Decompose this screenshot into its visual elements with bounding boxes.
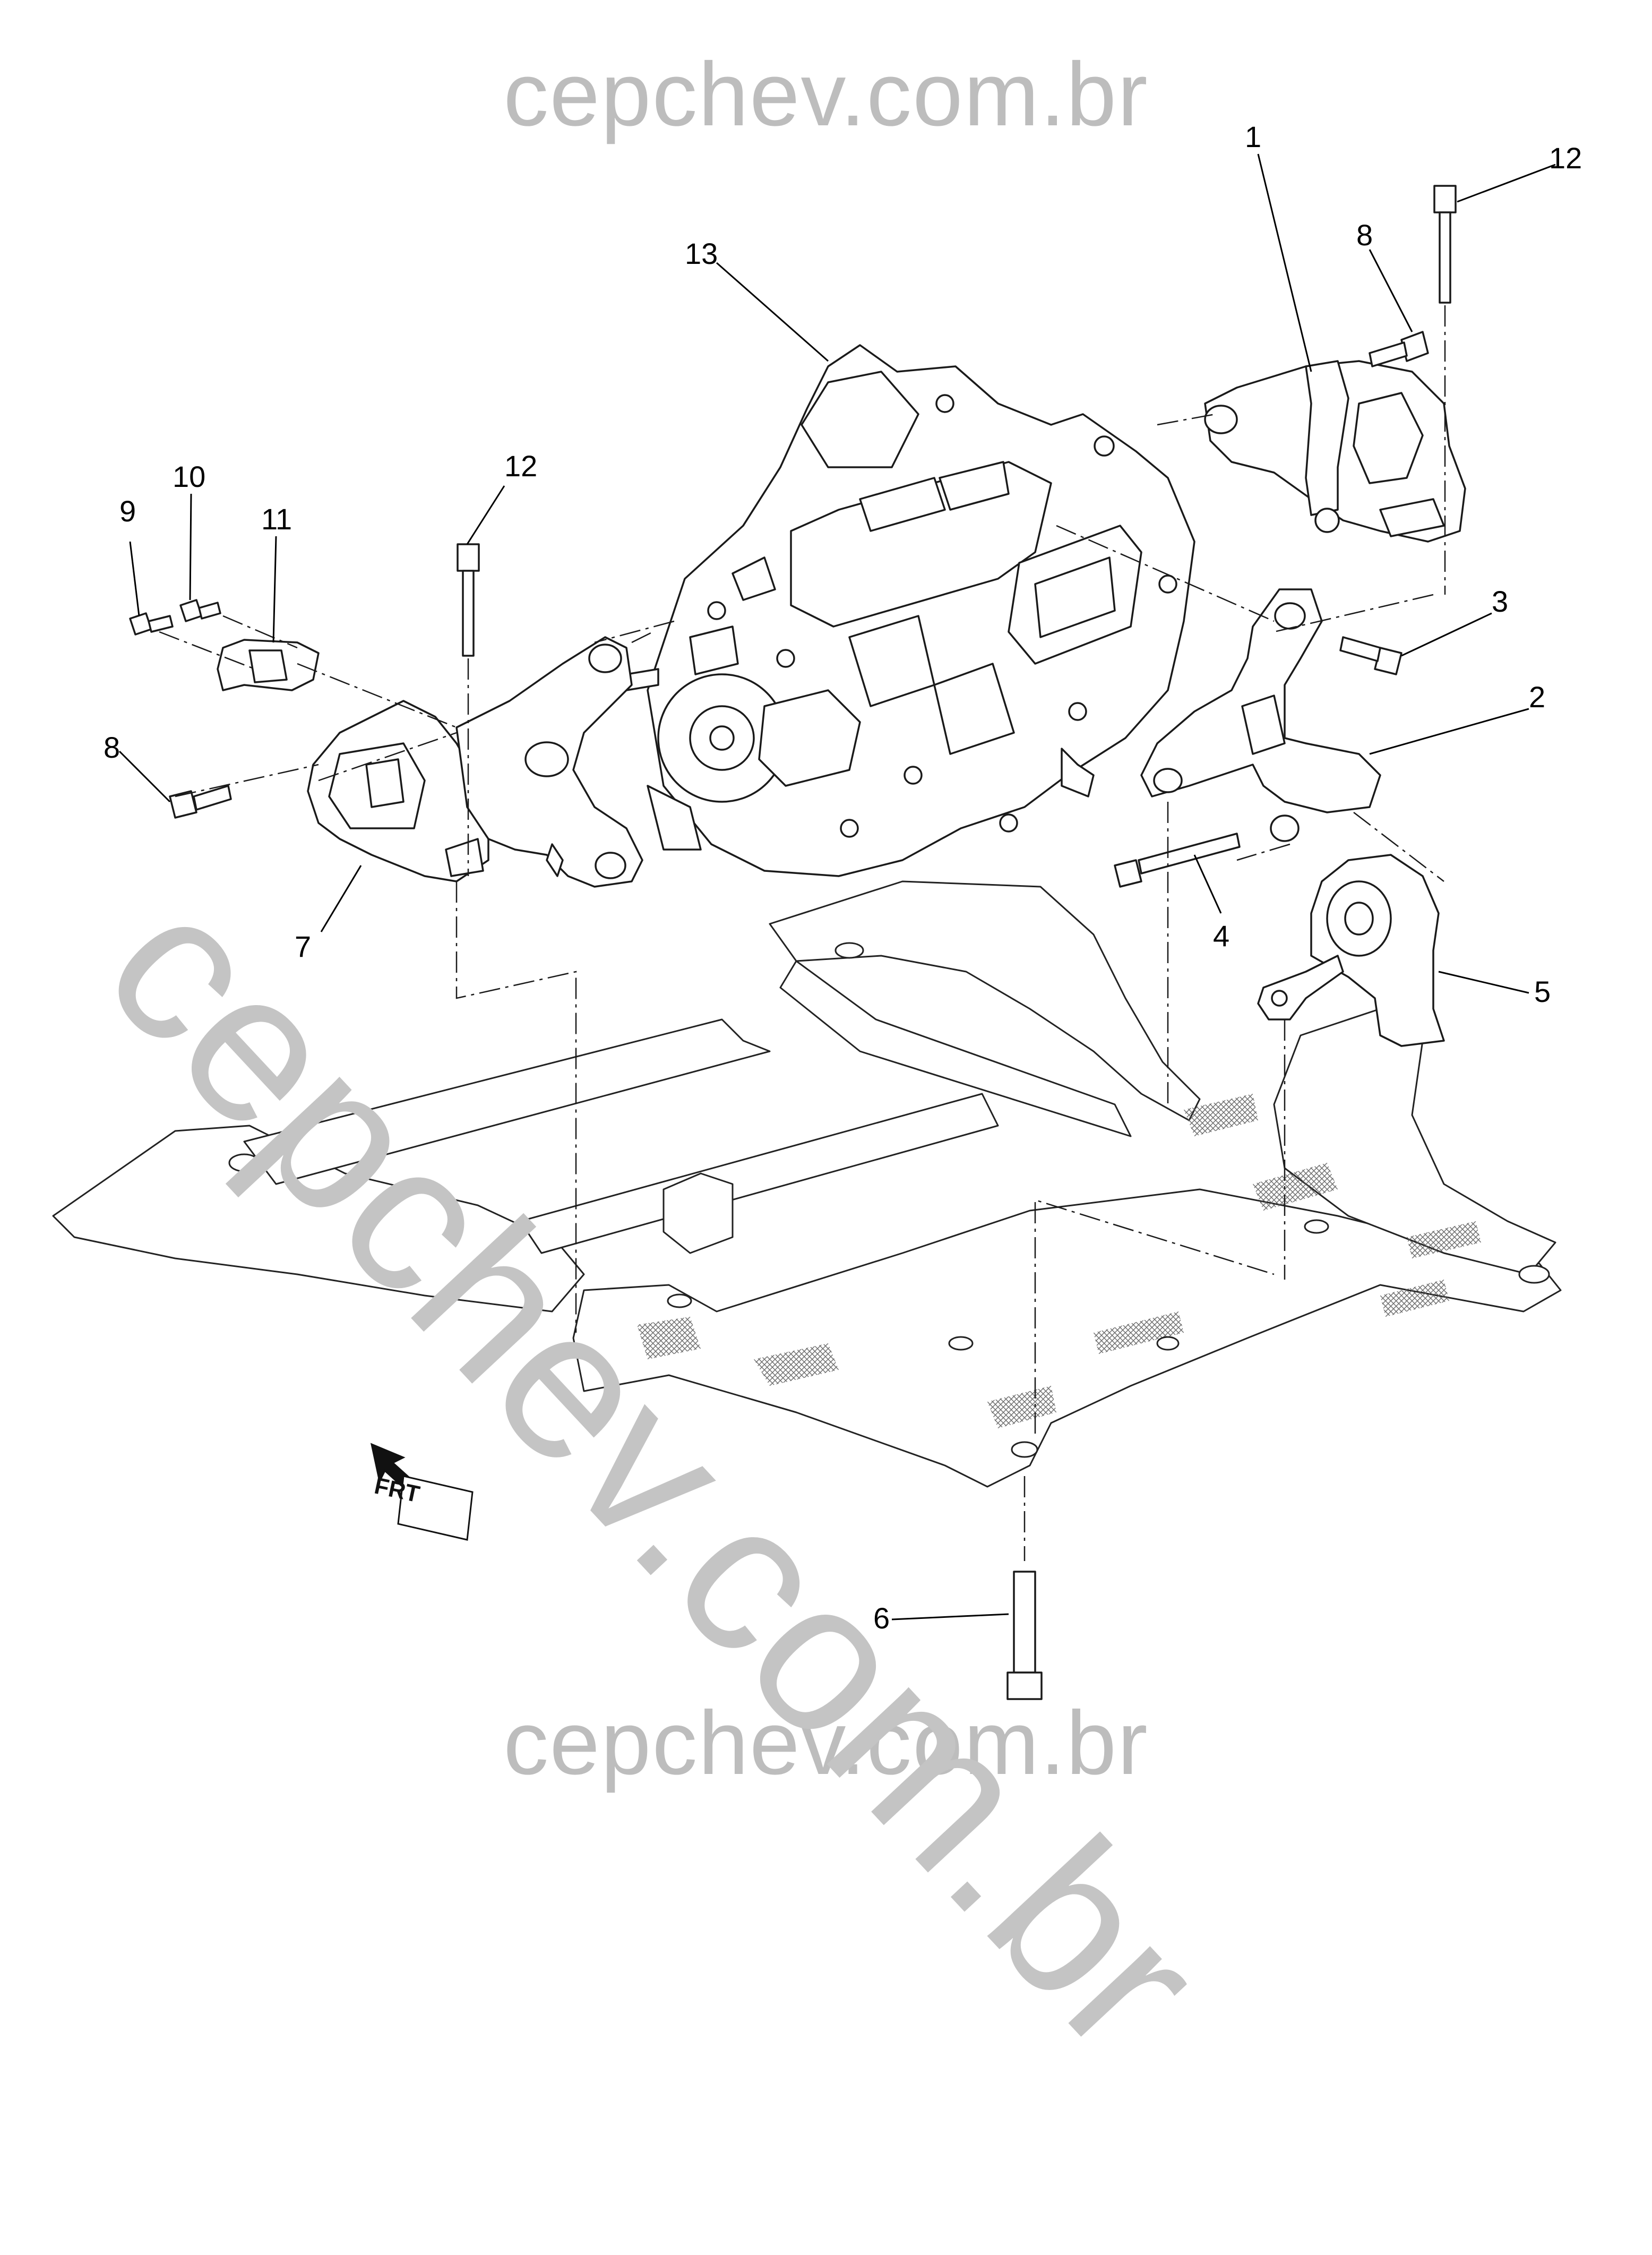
callout-10: 10 [173, 460, 206, 493]
callout-2: 2 [1529, 680, 1546, 714]
right-lower-bracket [1140, 588, 1381, 842]
callout-8-left: 8 [104, 731, 121, 764]
bolts [129, 185, 1457, 1700]
callout-5: 5 [1534, 975, 1551, 1008]
callout-4: 4 [1213, 919, 1230, 953]
diagram-drawing [52, 153, 1562, 1700]
callout-8-right: 8 [1356, 218, 1373, 252]
watermark-bottom: cepchev.com.br [503, 1693, 1149, 1794]
callout-12-left: 12 [504, 449, 538, 483]
engine-cradle [52, 880, 1562, 1488]
callout-13: 13 [685, 237, 718, 270]
watermark-top: cepchev.com.br [503, 44, 1149, 145]
exploded-parts-diagram: cepchev.com.br cepchev.com.br [52, 44, 1582, 2095]
callout-7: 7 [295, 930, 312, 963]
callout-9: 9 [119, 494, 136, 528]
callout-1: 1 [1245, 120, 1262, 153]
left-mount-insulator [307, 700, 489, 882]
alignment-lines [159, 305, 1446, 1561]
callout-3: 3 [1492, 585, 1509, 618]
small-bracket [217, 639, 320, 691]
right-upper-mount [1204, 360, 1466, 543]
callout-11: 11 [261, 502, 292, 536]
callout-12-right: 12 [1549, 141, 1582, 175]
cradle-shading [637, 1094, 1481, 1428]
front-arrow-icon [370, 1443, 474, 1541]
cradle-holes [228, 942, 1550, 1458]
leader-lines [118, 153, 1556, 1620]
left-mount-bracket [455, 636, 643, 888]
drive-motor-assembly [625, 344, 1195, 877]
callout-6: 6 [873, 1601, 890, 1635]
lower-mount-insulator [1257, 854, 1445, 1047]
